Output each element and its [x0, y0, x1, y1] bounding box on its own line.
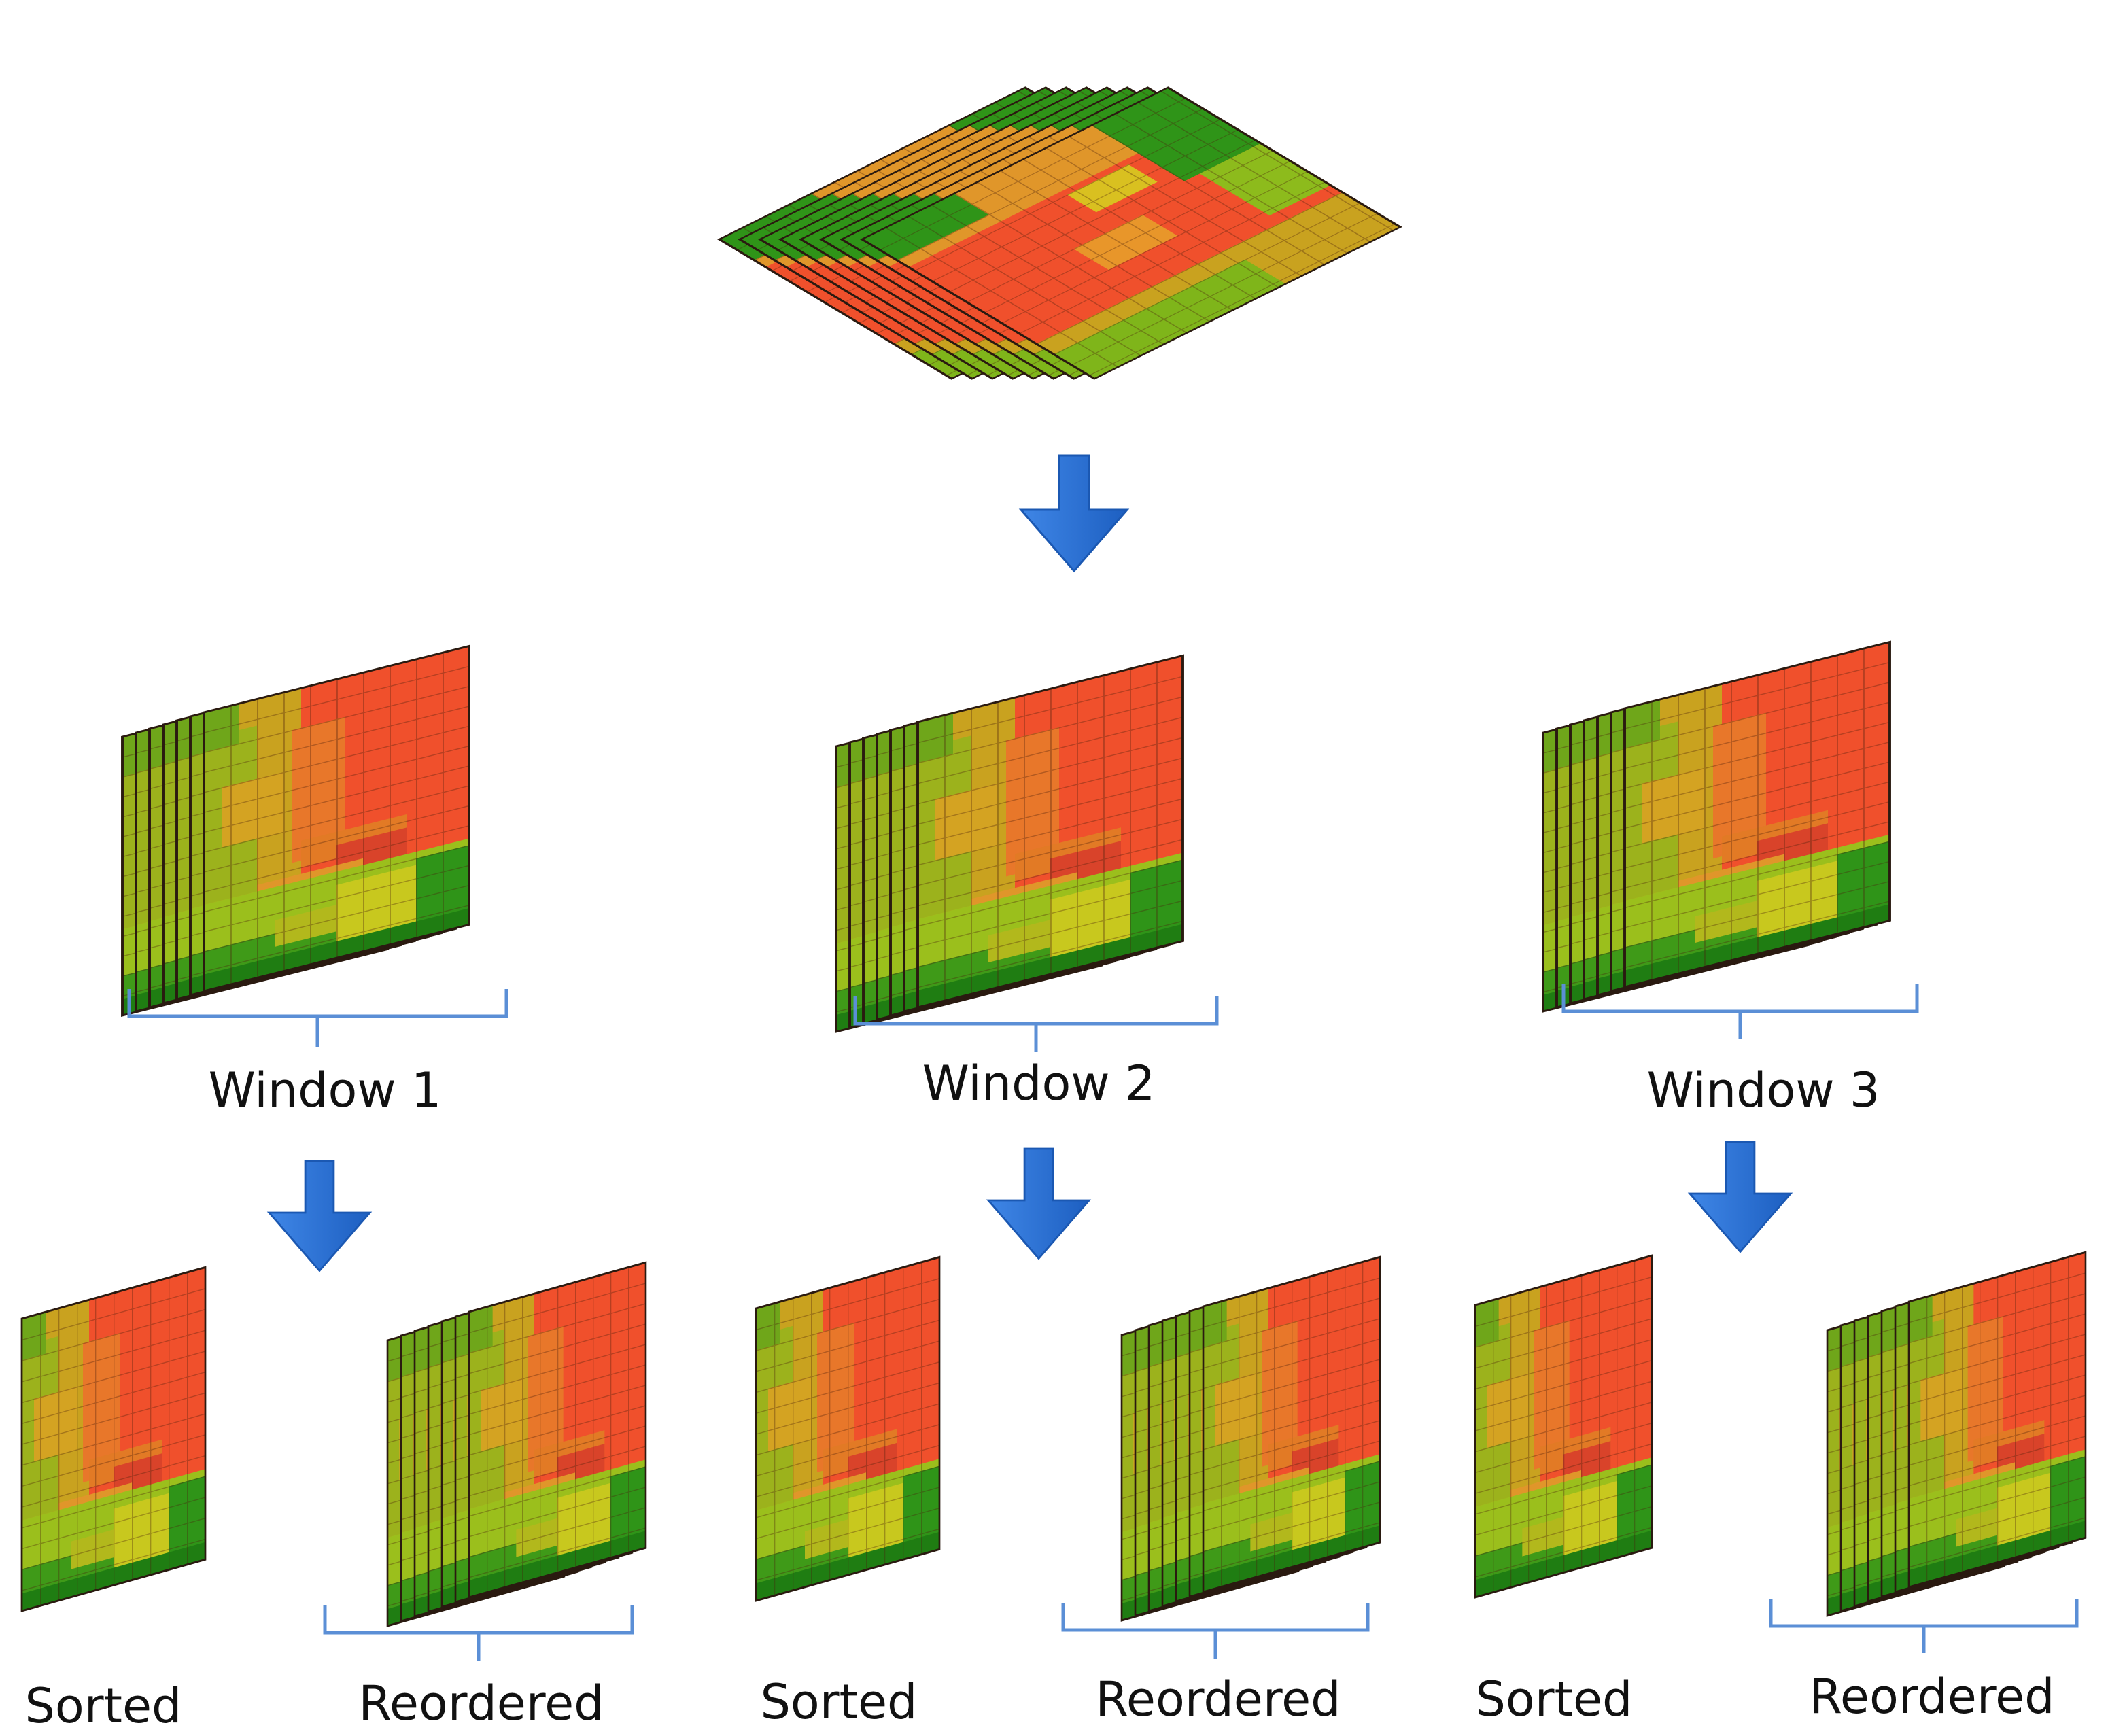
output-label-sorted-3: Sorted	[1476, 1671, 1633, 1727]
reordered-3-stack	[1826, 1251, 2087, 1617]
output-label-reordered-2: Reordered	[1095, 1671, 1341, 1727]
window-1-stack	[121, 644, 470, 1017]
sorted-1-frame	[20, 1266, 207, 1612]
reordered-1-stack	[386, 1261, 647, 1627]
sorted-2-frame	[755, 1255, 941, 1602]
reordered-3-stack-frame-7	[1907, 1251, 2087, 1589]
main-down-arrow-icon	[1020, 454, 1128, 572]
window-2-bracket	[853, 996, 1219, 1052]
sorted-3-frame	[1474, 1254, 1653, 1599]
output-label-reordered-3: Reordered	[1809, 1669, 2054, 1724]
window-1-down-arrow-icon	[268, 1160, 371, 1272]
window-1-bracket	[127, 989, 508, 1047]
reordered-3-bracket	[1769, 1599, 2079, 1653]
window-2-stack-frame-7	[916, 654, 1184, 1009]
window-3-label: Window 3	[1647, 1062, 1880, 1118]
window-2-down-arrow-icon	[987, 1147, 1090, 1260]
output-label-sorted-2: Sorted	[761, 1674, 918, 1730]
window-3-down-arrow-icon	[1689, 1141, 1792, 1253]
reordered-2-stack	[1120, 1255, 1381, 1622]
reordered-2-stack-frame-7	[1202, 1255, 1381, 1593]
reordered-1-bracket	[323, 1605, 634, 1661]
window-2-stack	[835, 654, 1184, 1033]
window-1-stack-frame-7	[203, 644, 470, 992]
window-3-stack-frame-7	[1623, 640, 1891, 988]
dataset-stack	[719, 88, 1400, 379]
reordered-1-stack-frame-7	[468, 1261, 647, 1599]
window-3-stack	[1542, 640, 1891, 1013]
output-label-reordered-1: Reordered	[358, 1676, 604, 1731]
output-label-sorted-1: Sorted	[25, 1678, 182, 1734]
window-2-label: Window 2	[922, 1056, 1156, 1111]
window-3-bracket	[1561, 984, 1919, 1039]
window-1-label: Window 1	[209, 1062, 442, 1118]
reordered-2-bracket	[1061, 1603, 1370, 1659]
